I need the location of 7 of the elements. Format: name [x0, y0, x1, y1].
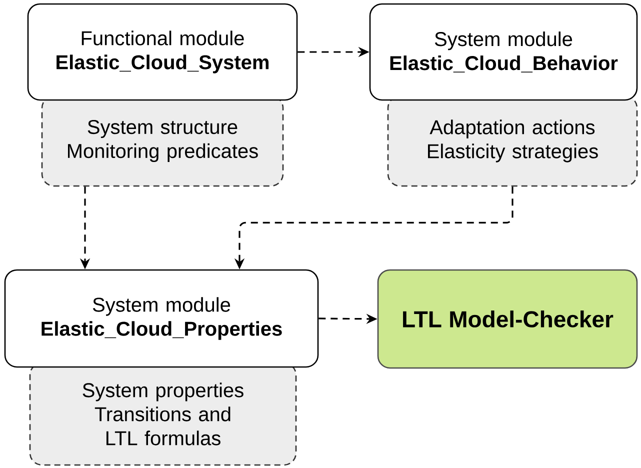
note-box: System structure Monitoring predicates — [41, 95, 284, 187]
note-box: Adaptation actions Elasticity strategies — [387, 95, 638, 187]
module-box: System module Elastic_Cloud_Properties — [4, 269, 319, 368]
module-box: System module Elastic_Cloud_Behavior — [369, 3, 638, 101]
note-box: System properties Transitions and LTL formulas — [29, 362, 297, 466]
module-box: Functional module Elastic_Cloud_System — [27, 3, 298, 101]
checker-box: LTL Model-Checker — [377, 269, 638, 369]
